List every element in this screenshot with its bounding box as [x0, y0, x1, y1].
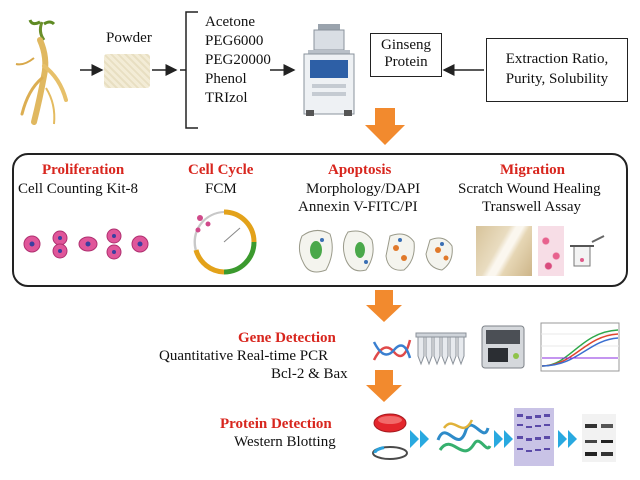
- solvent-list: Acetone PEG6000 PEG20000 Phenol TRIzol: [205, 14, 295, 109]
- ginseng-protein-box: Ginseng Protein: [370, 33, 442, 77]
- protein-detection-method: Western Blotting: [234, 434, 336, 450]
- apoptosis-method: Annexin V-FITC/PI: [298, 199, 418, 215]
- solvent-item: Acetone: [205, 14, 255, 30]
- metrics-line: Extraction Ratio,: [505, 51, 609, 67]
- apoptosis-method: Morphology/DAPI: [306, 181, 421, 197]
- western-blot-image: [582, 414, 616, 462]
- transwell-insert-icon: [568, 232, 608, 272]
- plasmid-icon: [370, 444, 410, 462]
- chevron-right-icon: [410, 430, 430, 448]
- protein-structure-icon: [432, 410, 492, 466]
- cell-cycle-title: Cell Cycle: [188, 162, 254, 178]
- powder-image: [104, 54, 150, 88]
- gene-detection-method: Bcl-2 & Bax: [271, 366, 348, 382]
- apoptosis-title: Apoptosis: [328, 162, 392, 178]
- gene-detection-title: Gene Detection: [238, 330, 336, 346]
- proliferation-title: Proliferation: [42, 162, 125, 178]
- scratch-wound-image: [476, 226, 532, 276]
- migration-title: Migration: [500, 162, 565, 178]
- apoptosis-cells-image: [296, 226, 466, 278]
- petri-dish-icon: [372, 412, 408, 434]
- amplification-curve-icon: [540, 322, 620, 372]
- sds-page-gel-icon: [514, 408, 554, 466]
- migration-method: Scratch Wound Healing: [458, 181, 601, 197]
- gene-detection-method: Quantitative Real-time PCR: [159, 348, 329, 364]
- freeze-dryer-image: [296, 22, 362, 118]
- extraction-metrics-box: Extraction Ratio, Purity, Solubility: [486, 38, 628, 102]
- proliferation-cells-image: [22, 224, 152, 264]
- cell-cycle-method: FCM: [205, 181, 237, 197]
- pcr-tube-strip-icon: [414, 330, 472, 370]
- proliferation-method: Cell Counting Kit-8: [18, 181, 138, 197]
- solvent-item: PEG20000: [205, 52, 271, 68]
- ginseng-protein-line: Protein: [384, 54, 428, 70]
- chevron-right-icon: [558, 430, 578, 448]
- solvent-item: TRIzol: [205, 90, 248, 106]
- solvent-item: PEG6000: [205, 33, 264, 49]
- ginseng-root-image: [4, 18, 84, 128]
- migration-method: Transwell Assay: [482, 199, 582, 215]
- solvent-item: Phenol: [205, 71, 247, 87]
- powder-label: Powder: [106, 30, 152, 46]
- ginseng-protein-line: Ginseng: [381, 37, 431, 53]
- qpcr-machine-icon: [478, 322, 528, 372]
- protein-detection-title: Protein Detection: [220, 416, 332, 432]
- cell-cycle-diagram: [184, 204, 264, 280]
- chevron-right-icon: [494, 430, 514, 448]
- metrics-line: Purity, Solubility: [505, 71, 609, 87]
- dna-helix-icon: [372, 330, 412, 370]
- transwell-stain-image: [538, 226, 564, 276]
